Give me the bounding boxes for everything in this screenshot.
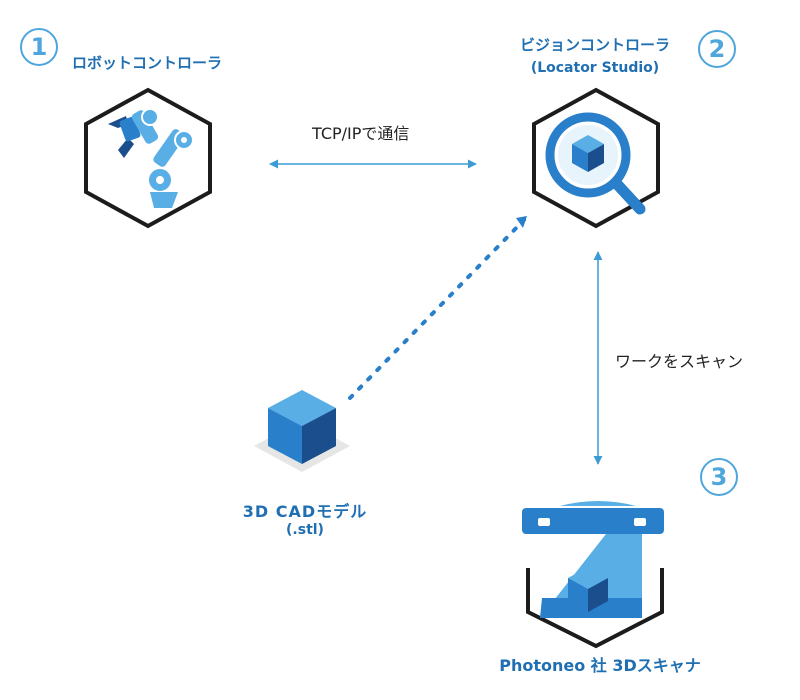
- cad-to-vision-dotted-line: [348, 218, 526, 400]
- dotted-arrow-head: [516, 216, 527, 228]
- magnifier-cube-icon: [532, 87, 660, 229]
- scanner-icon: [522, 501, 664, 649]
- step-number-1: 1: [20, 28, 58, 66]
- cad-cube-icon: [254, 390, 350, 472]
- step-number-2: 2: [698, 30, 736, 68]
- cad-model-subtitle: (.stl): [286, 522, 324, 538]
- robot-arm-icon: [84, 87, 212, 229]
- step-number-3: 3: [700, 458, 738, 496]
- vision-controller-title: ビジョンコントローラ: [519, 36, 670, 54]
- scan-label: ワークをスキャン: [615, 352, 744, 371]
- vision-controller-subtitle: (Locator Studio): [530, 60, 660, 76]
- cad-model-title: 3D CADモデル: [242, 502, 368, 521]
- robot-controller-title: ロボットコントローラ: [72, 54, 223, 72]
- scanner-title: Photoneo 社 3Dスキャナ: [499, 656, 701, 675]
- tcp-ip-label: TCP/IPで通信: [312, 124, 410, 143]
